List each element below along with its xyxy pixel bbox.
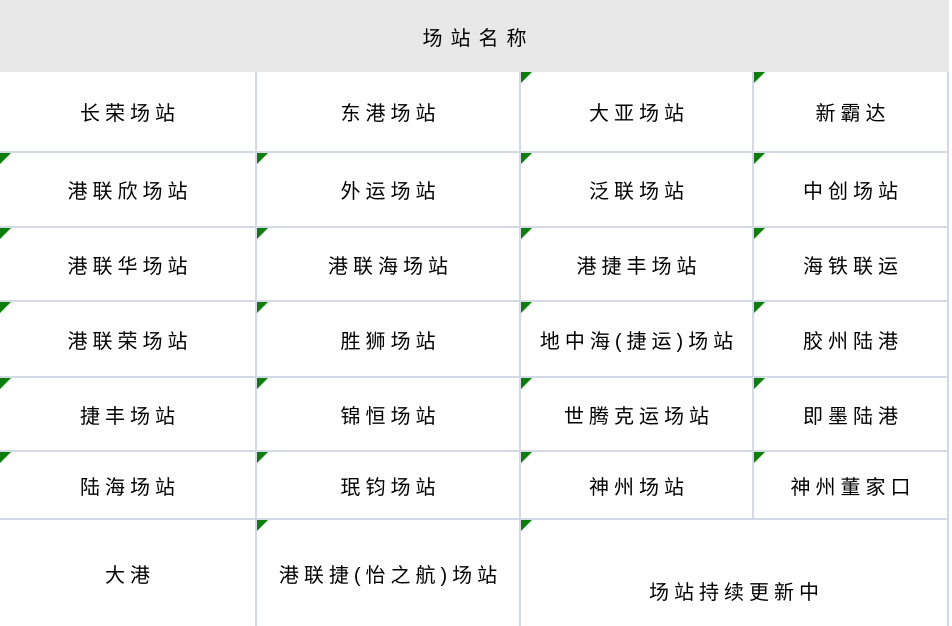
station-name: 港联华场站 [67,255,193,278]
station-name: 世腾克运场站 [564,405,714,428]
station-cell: 神州董家口 [754,452,949,520]
station-name: 港捷丰场站 [576,255,702,278]
corner-marker-icon [0,228,11,239]
station-name: 神州场站 [589,476,689,499]
corner-marker-icon [257,228,268,239]
station-cell: 珉钧场站 [257,452,521,520]
corner-marker-icon [754,153,765,164]
station-name: 陆海场站 [80,476,180,499]
corner-marker-icon [754,452,765,463]
station-name: 即墨陆港 [803,405,903,428]
station-cell: 港联华场站 [0,228,257,302]
station-name: 胜狮场站 [340,330,441,353]
station-name: 大港 [105,564,155,587]
corner-marker-icon [754,72,765,83]
station-name: 锦恒场站 [340,405,441,428]
station-name: 珉钧场站 [340,476,441,499]
corner-marker-icon [521,228,532,239]
corner-marker-icon [521,153,532,164]
station-cell: 外运场站 [257,153,521,228]
station-name: 神州董家口 [790,476,916,499]
corner-marker-icon [0,452,11,463]
station-name: 捷丰场站 [80,405,180,428]
station-name: 长荣场站 [80,103,180,125]
station-name: 大亚场站 [589,103,689,125]
corner-marker-icon [257,520,268,531]
corner-marker-icon [521,302,532,313]
station-cell: 大港 [0,520,257,626]
station-cell: 地中海(捷运)场站 [521,302,754,378]
table-header: 场站名称 [0,0,949,72]
corner-marker-icon [257,153,268,164]
station-name: 新霸达 [815,103,891,125]
corner-marker-icon [257,378,268,389]
station-cell: 神州场站 [521,452,754,520]
station-cell: 东港场站 [257,72,521,153]
station-cell: 港捷丰场站 [521,228,754,302]
station-cell: 胶州陆港 [754,302,949,378]
station-cell: 长荣场站 [0,72,257,153]
station-cell: 泛联场站 [521,153,754,228]
station-name: 胶州陆港 [803,330,903,353]
corner-marker-icon [257,452,268,463]
station-cell: 陆海场站 [0,452,257,520]
station-cell: 世腾克运场站 [521,378,754,452]
station-cell: 锦恒场站 [257,378,521,452]
station-cell: 即墨陆港 [754,378,949,452]
table-title: 场站名称 [422,27,535,50]
corner-marker-icon [521,520,532,531]
corner-marker-icon [521,452,532,463]
station-name: 泛联场站 [589,181,689,203]
corner-marker-icon [754,302,765,313]
station-cell: 胜狮场站 [257,302,521,378]
status-text: 场站持续更新中 [649,581,824,604]
station-cell: 新霸达 [754,72,949,153]
corner-marker-icon [257,302,268,313]
station-name: 港联海场站 [328,255,453,278]
corner-marker-icon [521,378,532,389]
station-name: 港联欣场站 [67,181,193,203]
station-cell: 中创场站 [754,153,949,228]
station-name: 海铁联运 [803,255,903,278]
station-name: 港联捷(怡之航)场站 [278,564,503,587]
station-cell: 港联荣场站 [0,302,257,378]
corner-marker-icon [754,378,765,389]
corner-marker-icon [0,302,11,313]
station-cell: 捷丰场站 [0,378,257,452]
station-name: 地中海(捷运)场站 [539,330,739,353]
corner-marker-icon [521,72,532,83]
station-cell: 港联欣场站 [0,153,257,228]
station-name: 外运场站 [340,181,441,203]
station-name: 东港场站 [340,103,441,125]
station-cell: 大亚场站 [521,72,754,153]
corner-marker-icon [754,228,765,239]
station-cell: 港联海场站 [257,228,521,302]
station-cell: 海铁联运 [754,228,949,302]
station-cell: 港联捷(怡之航)场站 [257,520,521,626]
status-cell: 场站持续更新中 [521,520,949,626]
station-name: 港联荣场站 [67,330,193,353]
station-name: 中创场站 [803,181,903,203]
corner-marker-icon [0,153,11,164]
corner-marker-icon [0,378,11,389]
